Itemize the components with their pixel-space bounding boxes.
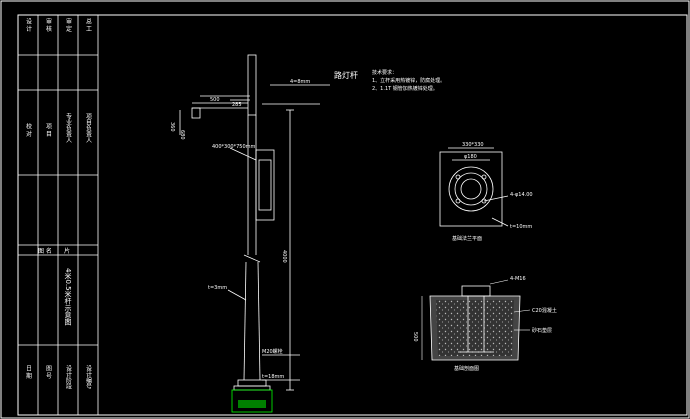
dim-head-height: 360 <box>169 122 175 132</box>
pole-title: 路灯杆 <box>334 70 358 80</box>
section-height: 500 <box>412 332 418 342</box>
note-1: 1、立杆采用热镀锌，防腐处理。 <box>372 77 445 84</box>
dim-base-label: M20螺栓 <box>262 348 283 355</box>
dim-base-dia: 4=8mm <box>290 79 310 85</box>
tb-bottom-1: 图 号 <box>45 365 52 380</box>
base-plan-view <box>439 147 509 227</box>
pole-elevation <box>179 54 330 391</box>
section-top-label: 4-M16 <box>510 276 526 282</box>
section-side-label2: 砂石垫层 <box>532 327 552 334</box>
notes-header: 技术要求： <box>372 69 397 76</box>
dim-cabinet-size: 400*300*750mm <box>212 144 256 150</box>
plan-hole-label: 4-φ14.00 <box>510 192 533 198</box>
dim-arm-width: 500 <box>210 97 220 103</box>
tb-row2-left-1: 项 目 <box>45 123 52 138</box>
dim-flange-label: t=18mm <box>262 374 284 380</box>
tb-row2-left-0: 校 对 <box>25 122 32 137</box>
tb-row2-1: 项目负责人 <box>85 113 92 143</box>
ground-marker <box>231 389 273 413</box>
dim-total-height: 4000 <box>281 250 287 263</box>
section-labels: 4-M16 500 C20混凝土 砂石垫层 基础剖面图 <box>412 276 557 372</box>
tb-bottom2-1: 设计编号 <box>85 364 92 390</box>
tb-cell-2: 审 定 <box>65 17 72 33</box>
tb-section-label: 图 名 <box>38 247 52 255</box>
tb-cell-0: 设 计 <box>25 17 32 33</box>
section-caption: 基础剖面图 <box>454 365 479 372</box>
tb-bottom-0: 日 期 <box>25 365 32 380</box>
plan-thickness: t=10mm <box>510 224 532 230</box>
note-2: 2、1.1T 钢管加热镀锌处理。 <box>372 85 438 92</box>
base-section-view <box>421 279 531 361</box>
pole-labels: 500 285 680 360 4000 400*300*750mm t=3mm… <box>169 79 310 380</box>
plan-caption: 基础法兰平面 <box>452 235 482 242</box>
dim-arm-offset: 285 <box>232 102 242 108</box>
tb-cell-1: 审 核 <box>45 17 52 33</box>
dim-arm-height: 680 <box>179 130 185 140</box>
tb-drawing-name: 4米0.5米杆示意图 <box>64 268 72 327</box>
title-block <box>17 14 99 416</box>
tb-bottom-2: 设计阶段 <box>65 364 72 390</box>
plan-labels: 330*330 φ180 4-φ14.00 t=10mm 基础法兰平面 <box>452 142 533 242</box>
plan-outer-dim: 330*330 <box>462 142 484 148</box>
tb-section-label2: 片 <box>64 247 70 255</box>
tb-cell-3: 总 工 <box>85 17 92 32</box>
dim-pole-dia: t=3mm <box>208 285 227 291</box>
title-block-text: 设 计 审 核 审 定 总 工 专业负责人 项目负责人 校 对 项 目 图 名 … <box>25 17 92 390</box>
tb-row2-0: 专业负责人 <box>65 112 72 143</box>
section-side-label: C20混凝土 <box>532 307 557 314</box>
plan-inner-dim: φ180 <box>464 154 477 160</box>
